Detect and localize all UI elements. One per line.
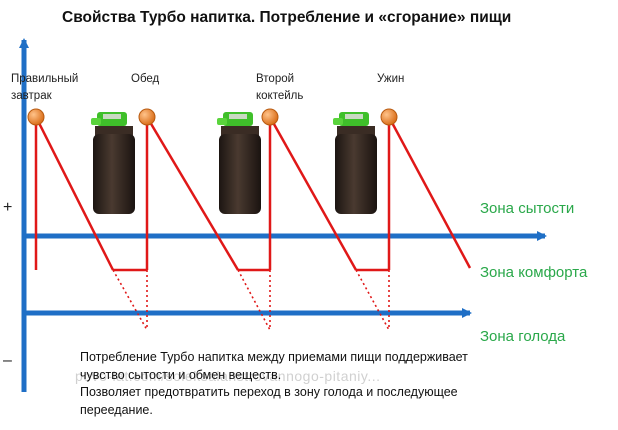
energy-curve-without-drink (112, 269, 390, 331)
meal-dot-breakfast (27, 108, 45, 126)
caption-line-2: чувство сытости и обмен веществ. (80, 367, 282, 382)
meal-label-lunch: Обед (131, 73, 160, 85)
meal-label-breakfast: Правильный завтрак (11, 73, 79, 102)
caption: Потребление Турбо напитка между приемами… (80, 349, 600, 419)
turbo-bottle-3 (333, 112, 377, 214)
meal-dot-second-shake (261, 108, 279, 126)
diagram-title: Свойства Турбо напитка. Потребление и «с… (62, 9, 512, 26)
zone-comfort-label: Зона комфорта (480, 264, 588, 281)
meal-dot-dinner (380, 108, 398, 126)
meal-label-second-shake: Второй коктейль (256, 73, 304, 102)
caption-line-3: Позволяет предотвратить переход в зону г… (80, 385, 458, 399)
zone-satiety-label: Зона сытости (480, 200, 575, 217)
zone-hunger-label: Зона голода (480, 328, 566, 345)
turbo-bottle-2 (217, 112, 261, 214)
axis-minus-sign: – (3, 352, 12, 369)
axis-plus-sign: + (3, 199, 13, 216)
caption-line-1: Потребление Турбо напитка между приемами… (80, 350, 468, 364)
meal-label-dinner: Ужин (377, 73, 405, 85)
energy-curve (34, 116, 472, 272)
caption-line-4: переедание. (80, 402, 153, 417)
meal-dot-lunch (138, 108, 156, 126)
turbo-bottle-1 (91, 112, 135, 214)
